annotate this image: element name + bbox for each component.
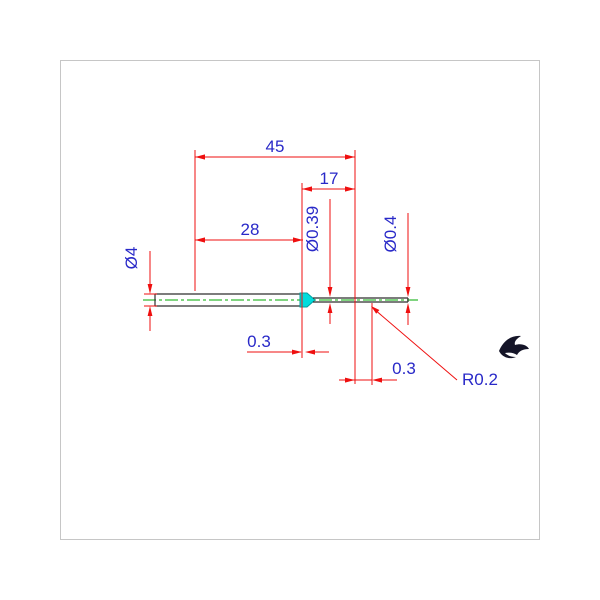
cone-tip [299,292,316,308]
dimension-body-length: 28 [195,220,303,243]
arrowhead [147,284,153,294]
arrowhead [371,306,380,314]
arrowhead [147,306,153,316]
dimension-cone-diameter: Ø0.39 [303,199,333,324]
part-geometry [143,292,418,308]
dim-text-total-length: 45 [266,137,285,156]
arrowhead [327,287,333,297]
arrowhead [372,377,382,383]
arrowhead [305,349,315,355]
dim-text-cone-diameter: Ø0.39 [303,206,322,252]
dimension-tip-length: 17 [301,169,355,358]
arrowhead [292,349,302,355]
dimension-total-length: 45 [194,137,356,384]
dim-text-tip-length: 17 [320,169,339,188]
bird-logo-icon [499,335,529,359]
arrowhead [293,237,303,243]
dim-text-offset-left: 0.3 [247,332,271,351]
dimension-tip-radius: R0.2 [371,306,498,389]
arrowhead [302,186,312,192]
arrowhead [345,154,355,160]
arrowhead [345,186,355,192]
arrowhead [405,287,411,297]
dimension-body-diameter: Ø4 [122,247,157,331]
dim-text-body-length: 28 [241,220,260,239]
dimension-offset-right: 0.3 [339,303,416,385]
arrowhead [345,377,355,383]
dim-text-wire-diameter: Ø0.4 [381,216,400,253]
dim-text-offset-right: 0.3 [392,359,416,378]
dimension-offset-left: 0.3 [247,332,329,355]
arrowhead [195,154,205,160]
arrowhead [327,303,333,313]
bird-logo-shape [499,335,529,359]
arrowhead [195,237,205,243]
arrowhead [405,303,411,313]
leader-line [373,308,458,381]
dimension-wire-diameter: Ø0.4 [381,213,411,325]
drawing-border [60,60,540,540]
dim-text-body-diameter: Ø4 [122,247,141,270]
dim-text-tip-radius: R0.2 [462,370,498,389]
